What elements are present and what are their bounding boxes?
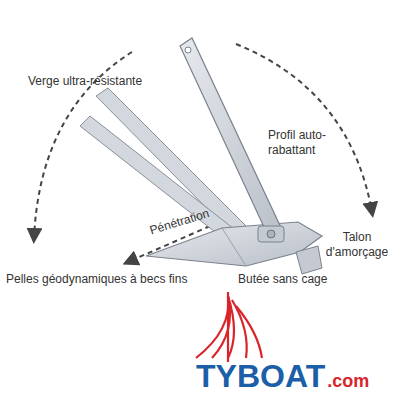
stopper — [296, 246, 322, 274]
logo-suffix: .com — [327, 372, 369, 390]
pivot — [258, 226, 284, 242]
pivot-pin — [267, 230, 275, 238]
logo-sails — [196, 292, 262, 362]
part-label: Talon d'amorçage — [320, 230, 394, 260]
part-label: Pelles géodynamiques à becs fins — [6, 272, 187, 287]
part-label: Butée sans cage — [238, 272, 327, 287]
part-label: Profil auto-rabattant — [268, 128, 368, 158]
logo-text: TYBOAT — [196, 360, 325, 392]
shank-hole — [185, 47, 191, 53]
part-label: Pénétration — [148, 206, 211, 238]
shank-ghost — [96, 88, 252, 242]
fluke-ridge — [222, 228, 246, 266]
part-label: Verge ultra-résistante — [28, 74, 142, 89]
